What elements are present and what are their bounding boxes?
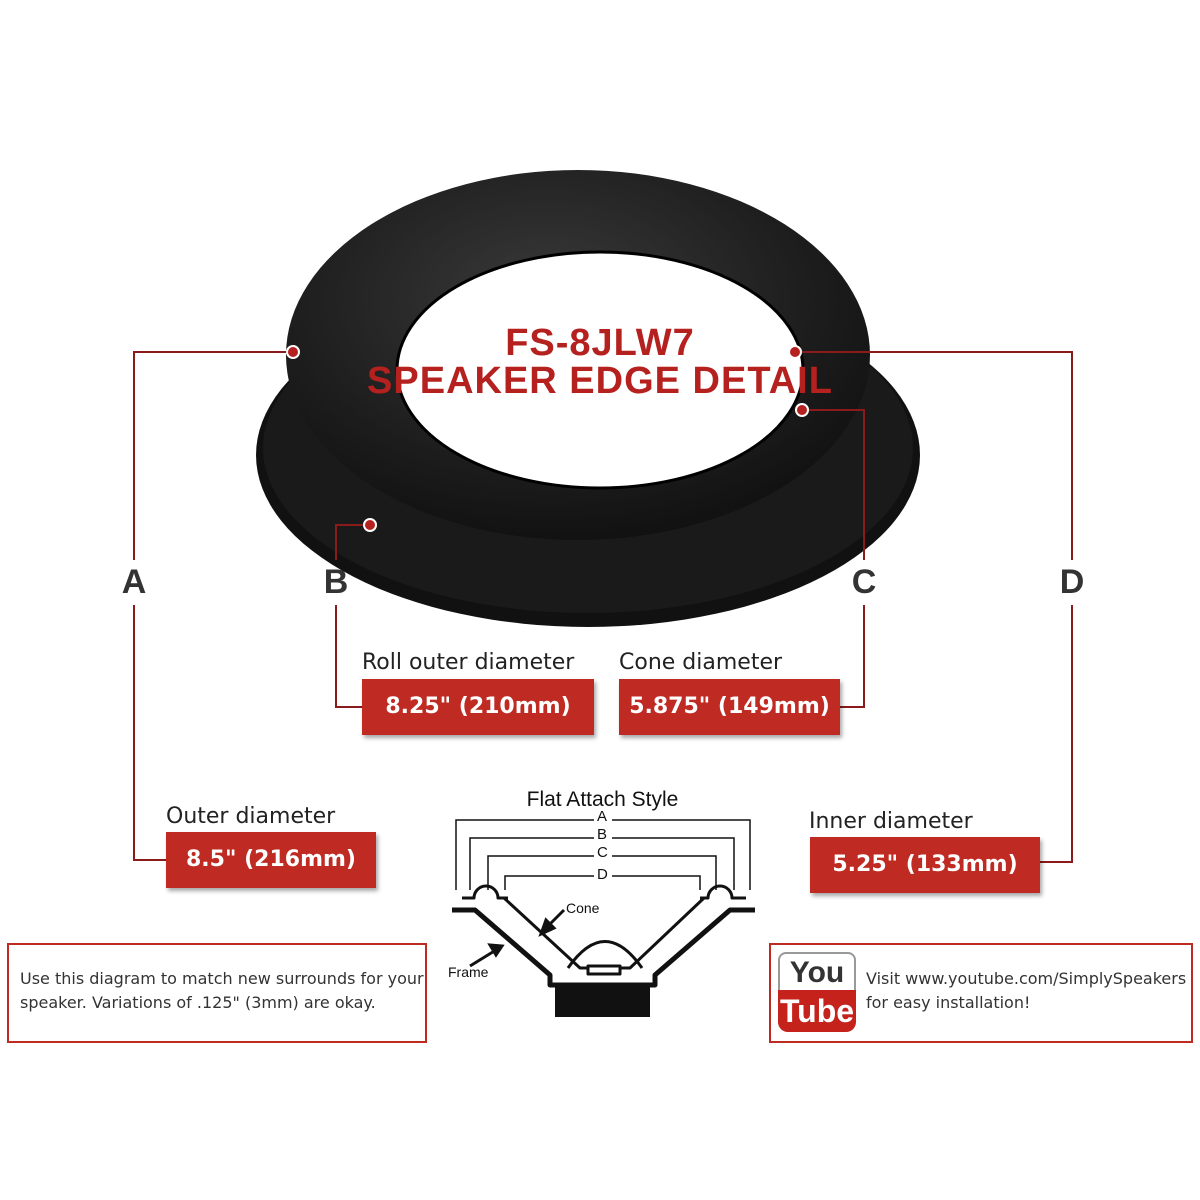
youtube-link-text[interactable]: Visit www.youtube.com/SimplySpeakers: [866, 969, 1187, 988]
figure-level-b: B: [597, 826, 608, 843]
leader-line-a: [133, 351, 293, 560]
label-a: A: [121, 563, 147, 601]
note-line-1: Use this diagram to match new surrounds …: [20, 969, 424, 988]
marker-dot-c: [795, 403, 809, 417]
roll-outer-value: 8.25" (210mm): [362, 679, 594, 735]
youtube-install-text: for easy installation!: [866, 993, 1031, 1012]
cone-caption: Cone diameter: [619, 650, 783, 675]
leader-line-b: [335, 524, 370, 560]
figure-level-d: D: [597, 866, 608, 883]
surround-hole: [397, 252, 803, 488]
outer-value: 8.5" (216mm): [166, 832, 376, 888]
marker-dot-a: [286, 345, 300, 359]
youtube-logo-icon[interactable]: You Tube: [778, 952, 856, 1032]
title-part-number: FS-8JLW7: [505, 322, 695, 364]
note-box: [7, 943, 427, 1043]
label-b: B: [323, 563, 349, 601]
figure-title: Flat Attach Style: [526, 788, 679, 811]
inner-caption: Inner diameter: [809, 809, 973, 834]
frame-label: Frame: [448, 964, 489, 980]
youtube-logo-top: You: [778, 952, 856, 990]
marker-dot-b: [363, 518, 377, 532]
leader-line-d: [795, 351, 1073, 560]
leader-line-c: [802, 409, 865, 560]
figure-level-c: C: [597, 844, 608, 861]
cone-value: 5.875" (149mm): [619, 679, 840, 735]
inner-value: 5.25" (133mm): [810, 837, 1040, 893]
label-c: C: [851, 563, 877, 601]
title-subtitle: SPEAKER EDGE DETAIL: [367, 360, 833, 402]
outer-caption: Outer diameter: [166, 804, 336, 829]
cone-label: Cone: [566, 900, 600, 916]
figure-level-a: A: [597, 808, 608, 825]
note-line-2: speaker. Variations of .125" (3mm) are o…: [20, 993, 376, 1012]
label-d: D: [1059, 563, 1085, 601]
roll-outer-caption: Roll outer diameter: [362, 650, 575, 675]
marker-dot-d: [788, 345, 802, 359]
youtube-logo-bottom: Tube: [778, 990, 856, 1032]
